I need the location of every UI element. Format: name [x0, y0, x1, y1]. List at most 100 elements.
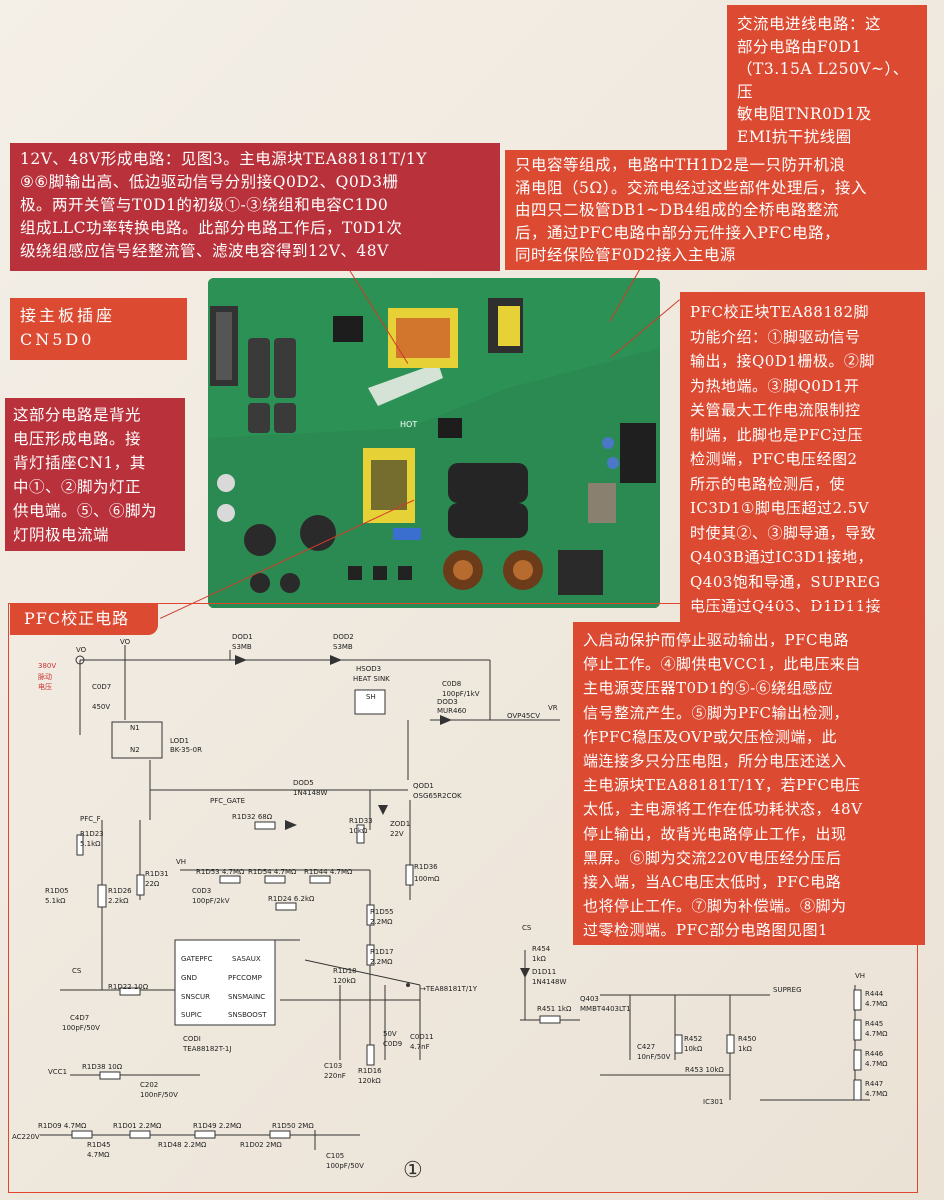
- label-vr: VR: [548, 704, 558, 712]
- label-r1d01: R1D01 2.2MΩ: [113, 1122, 162, 1130]
- label-c105-val: 100pF/50V: [326, 1162, 364, 1170]
- label-r446-val: 4.7MΩ: [865, 1060, 888, 1068]
- label-d1d11: D1D11: [532, 968, 557, 976]
- label-dod1: DOD1: [232, 633, 253, 641]
- label-r1d49: R1D49 2.2MΩ: [193, 1122, 242, 1130]
- label-heat-sink: HEAT SINK: [353, 675, 390, 683]
- label-c0d7: C0D7: [92, 683, 112, 691]
- label-pin-supic: SUPIC: [181, 1011, 202, 1019]
- label-bk: BK-35-0R: [170, 746, 202, 754]
- callout-backlight-circuit: 这部分电路是背光 电压形成电路。接 背灯插座CN1，其 中①、②脚为灯正 供电端…: [5, 398, 185, 551]
- label-r453: R453 10kΩ: [685, 1066, 724, 1074]
- label-r1d17-val: 2.2MΩ: [370, 958, 393, 966]
- label-450v: 450V: [92, 703, 111, 711]
- callout-ac-input: 交流电进线电路：这 部分电路由F0D1 （T3.15A L250V~）、压 敏电…: [727, 5, 927, 168]
- label-r451: R451 1kΩ: [537, 1005, 572, 1013]
- label-dod5: DOD5: [293, 779, 314, 787]
- label-qod1: QOD1: [413, 782, 434, 790]
- label-r447: R447: [865, 1080, 884, 1088]
- callout-llc-text: 12V、48V形成电路：见图3。主电源块TEA88181T/1Y ⑨⑥脚输出高、…: [20, 150, 428, 260]
- callout-mainboard-connector: 接主板插座 CN5D0: [10, 298, 187, 360]
- label-c0d9-val: 50V: [383, 1030, 397, 1038]
- label-r1d31: R1D31: [145, 870, 169, 878]
- label-r1d44: R1D44 4.7MΩ: [304, 868, 353, 876]
- label-r450: R450: [738, 1035, 757, 1043]
- label-r1d05: R1D05: [45, 887, 69, 895]
- label-voltage: 电压: [38, 683, 52, 691]
- label-c0d11: C0D11: [410, 1033, 434, 1041]
- label-c202: C202: [140, 1081, 159, 1089]
- label-zod1: ZOD1: [390, 820, 411, 828]
- label-pin-gatepfc: GATEPFC: [181, 955, 213, 963]
- label-lod1: LOD1: [170, 737, 190, 745]
- label-r1d23-val: 5.1kΩ: [80, 840, 101, 848]
- label-pin-snscur: SNSCUR: [181, 993, 210, 1001]
- callout-pfc-ic: PFC校正块TEA88182脚 功能介绍：①脚驱动信号 输出，接Q0D1栅极。②…: [680, 292, 925, 640]
- label-c4d7: C4D7: [70, 1014, 90, 1022]
- pfc-title: PFC校正电路: [24, 609, 130, 628]
- callout-pfc-ic-text: PFC校正块TEA88182脚 功能介绍：①脚驱动信号 输出，接Q0D1栅极。②…: [690, 303, 882, 640]
- label-pfc-gate: PFC_GATE: [210, 797, 246, 805]
- label-c0d8-val: 100pF/1kV: [442, 690, 480, 698]
- label-r452-val: 10kΩ: [684, 1045, 703, 1053]
- label-c105: C105: [326, 1152, 345, 1160]
- label-ovp: OVP45CV: [507, 712, 540, 720]
- label-vcc1: VCC1: [48, 1068, 68, 1076]
- label-c103-val: 220nF: [324, 1072, 346, 1080]
- label-r1d09: R1D09 4.7MΩ: [38, 1122, 87, 1130]
- label-to-tea88181: →TEA88181T/1Y: [420, 985, 477, 993]
- callout-ac-input-cont-text: 只电容等组成，电路中TH1D2是一只防开机浪 涌电阻（5Ω）。交流电经过这些部件…: [515, 156, 867, 264]
- label-r1d22: R1D22 10Ω: [108, 983, 149, 991]
- label-pulse: 脉动: [38, 673, 52, 681]
- label-n1: N1: [130, 724, 140, 732]
- label-r1d50: R1D50 2MΩ: [272, 1122, 314, 1130]
- label-c4d7-val: 100pF/50V: [62, 1024, 100, 1032]
- label-r452: R452: [684, 1035, 703, 1043]
- label-vo-1: VO: [76, 646, 87, 654]
- label-c427-val: 10nF/50V: [637, 1053, 671, 1061]
- label-n2: N2: [130, 746, 140, 754]
- label-r1d23: R1D23: [80, 830, 104, 838]
- callout-pfc-ic-cont-text: 入启动保护而停止驱动输出，PFC电路 停止工作。④脚供电VCC1，此电压来自 主…: [583, 631, 863, 940]
- pfc-schematic-frame: [8, 603, 918, 1193]
- label-r1d31-val: 22Ω: [145, 880, 160, 888]
- callout-pfc-ic-continued: 入启动保护而停止驱动输出，PFC电路 停止工作。④脚供电VCC1，此电压来自 主…: [573, 622, 925, 945]
- label-r1d54: R1D54 4.7MΩ: [248, 868, 297, 876]
- label-mmbt4403: MMBT4403LT1: [580, 1005, 631, 1013]
- label-cs-2: CS: [522, 924, 532, 932]
- power-board-photo: HOT: [208, 278, 660, 608]
- label-dod2-part: S3MB: [333, 643, 353, 651]
- callout-mainboard-text: 接主板插座 CN5D0: [20, 306, 116, 349]
- label-r445: R445: [865, 1020, 884, 1028]
- callout-llc-circuit: 12V、48V形成电路：见图3。主电源块TEA88181T/1Y ⑨⑥脚输出高、…: [10, 143, 500, 271]
- label-pin-sasaux: SASAUX: [232, 955, 261, 963]
- label-dod3: DOD3: [437, 698, 458, 706]
- label-r1d26-val: 2.2kΩ: [108, 897, 129, 905]
- label-r1d55-val: 2.2MΩ: [370, 918, 393, 926]
- label-vh-1: VH: [176, 858, 187, 866]
- label-osg: OSG65R2COK: [413, 792, 462, 800]
- label-codi: CODI: [183, 1035, 201, 1043]
- label-q403: Q403: [580, 995, 599, 1003]
- label-sh: SH: [366, 693, 376, 701]
- label-vo-2: VO: [120, 638, 131, 646]
- label-r1d48: R1D48 2.2MΩ: [158, 1141, 207, 1149]
- label-c427: C427: [637, 1043, 656, 1051]
- label-ic301: IC301: [703, 1098, 724, 1106]
- label-vh-2: VH: [855, 972, 866, 980]
- label-r447-val: 4.7MΩ: [865, 1090, 888, 1098]
- label-r1d02: R1D02 2MΩ: [240, 1141, 282, 1149]
- label-tea88182: TEA88182T-1J: [183, 1045, 232, 1053]
- label-r454: R454: [532, 945, 551, 953]
- label-supreg: SUPREG: [773, 986, 802, 994]
- label-r454-val: 1kΩ: [532, 955, 546, 963]
- label-r1d32: R1D32 68Ω: [232, 813, 273, 821]
- label-r1d18: R1D18: [333, 967, 357, 975]
- label-r1d05-val: 5.1kΩ: [45, 897, 66, 905]
- label-dod2: DOD2: [333, 633, 354, 641]
- callout-ac-input-continued: 只电容等组成，电路中TH1D2是一只防开机浪 涌电阻（5Ω）。交流电经过这些部件…: [505, 150, 927, 270]
- label-r1d33: R1D33: [349, 817, 373, 825]
- label-cs-1: CS: [72, 967, 82, 975]
- label-r1d45-val: 4.7MΩ: [87, 1151, 110, 1159]
